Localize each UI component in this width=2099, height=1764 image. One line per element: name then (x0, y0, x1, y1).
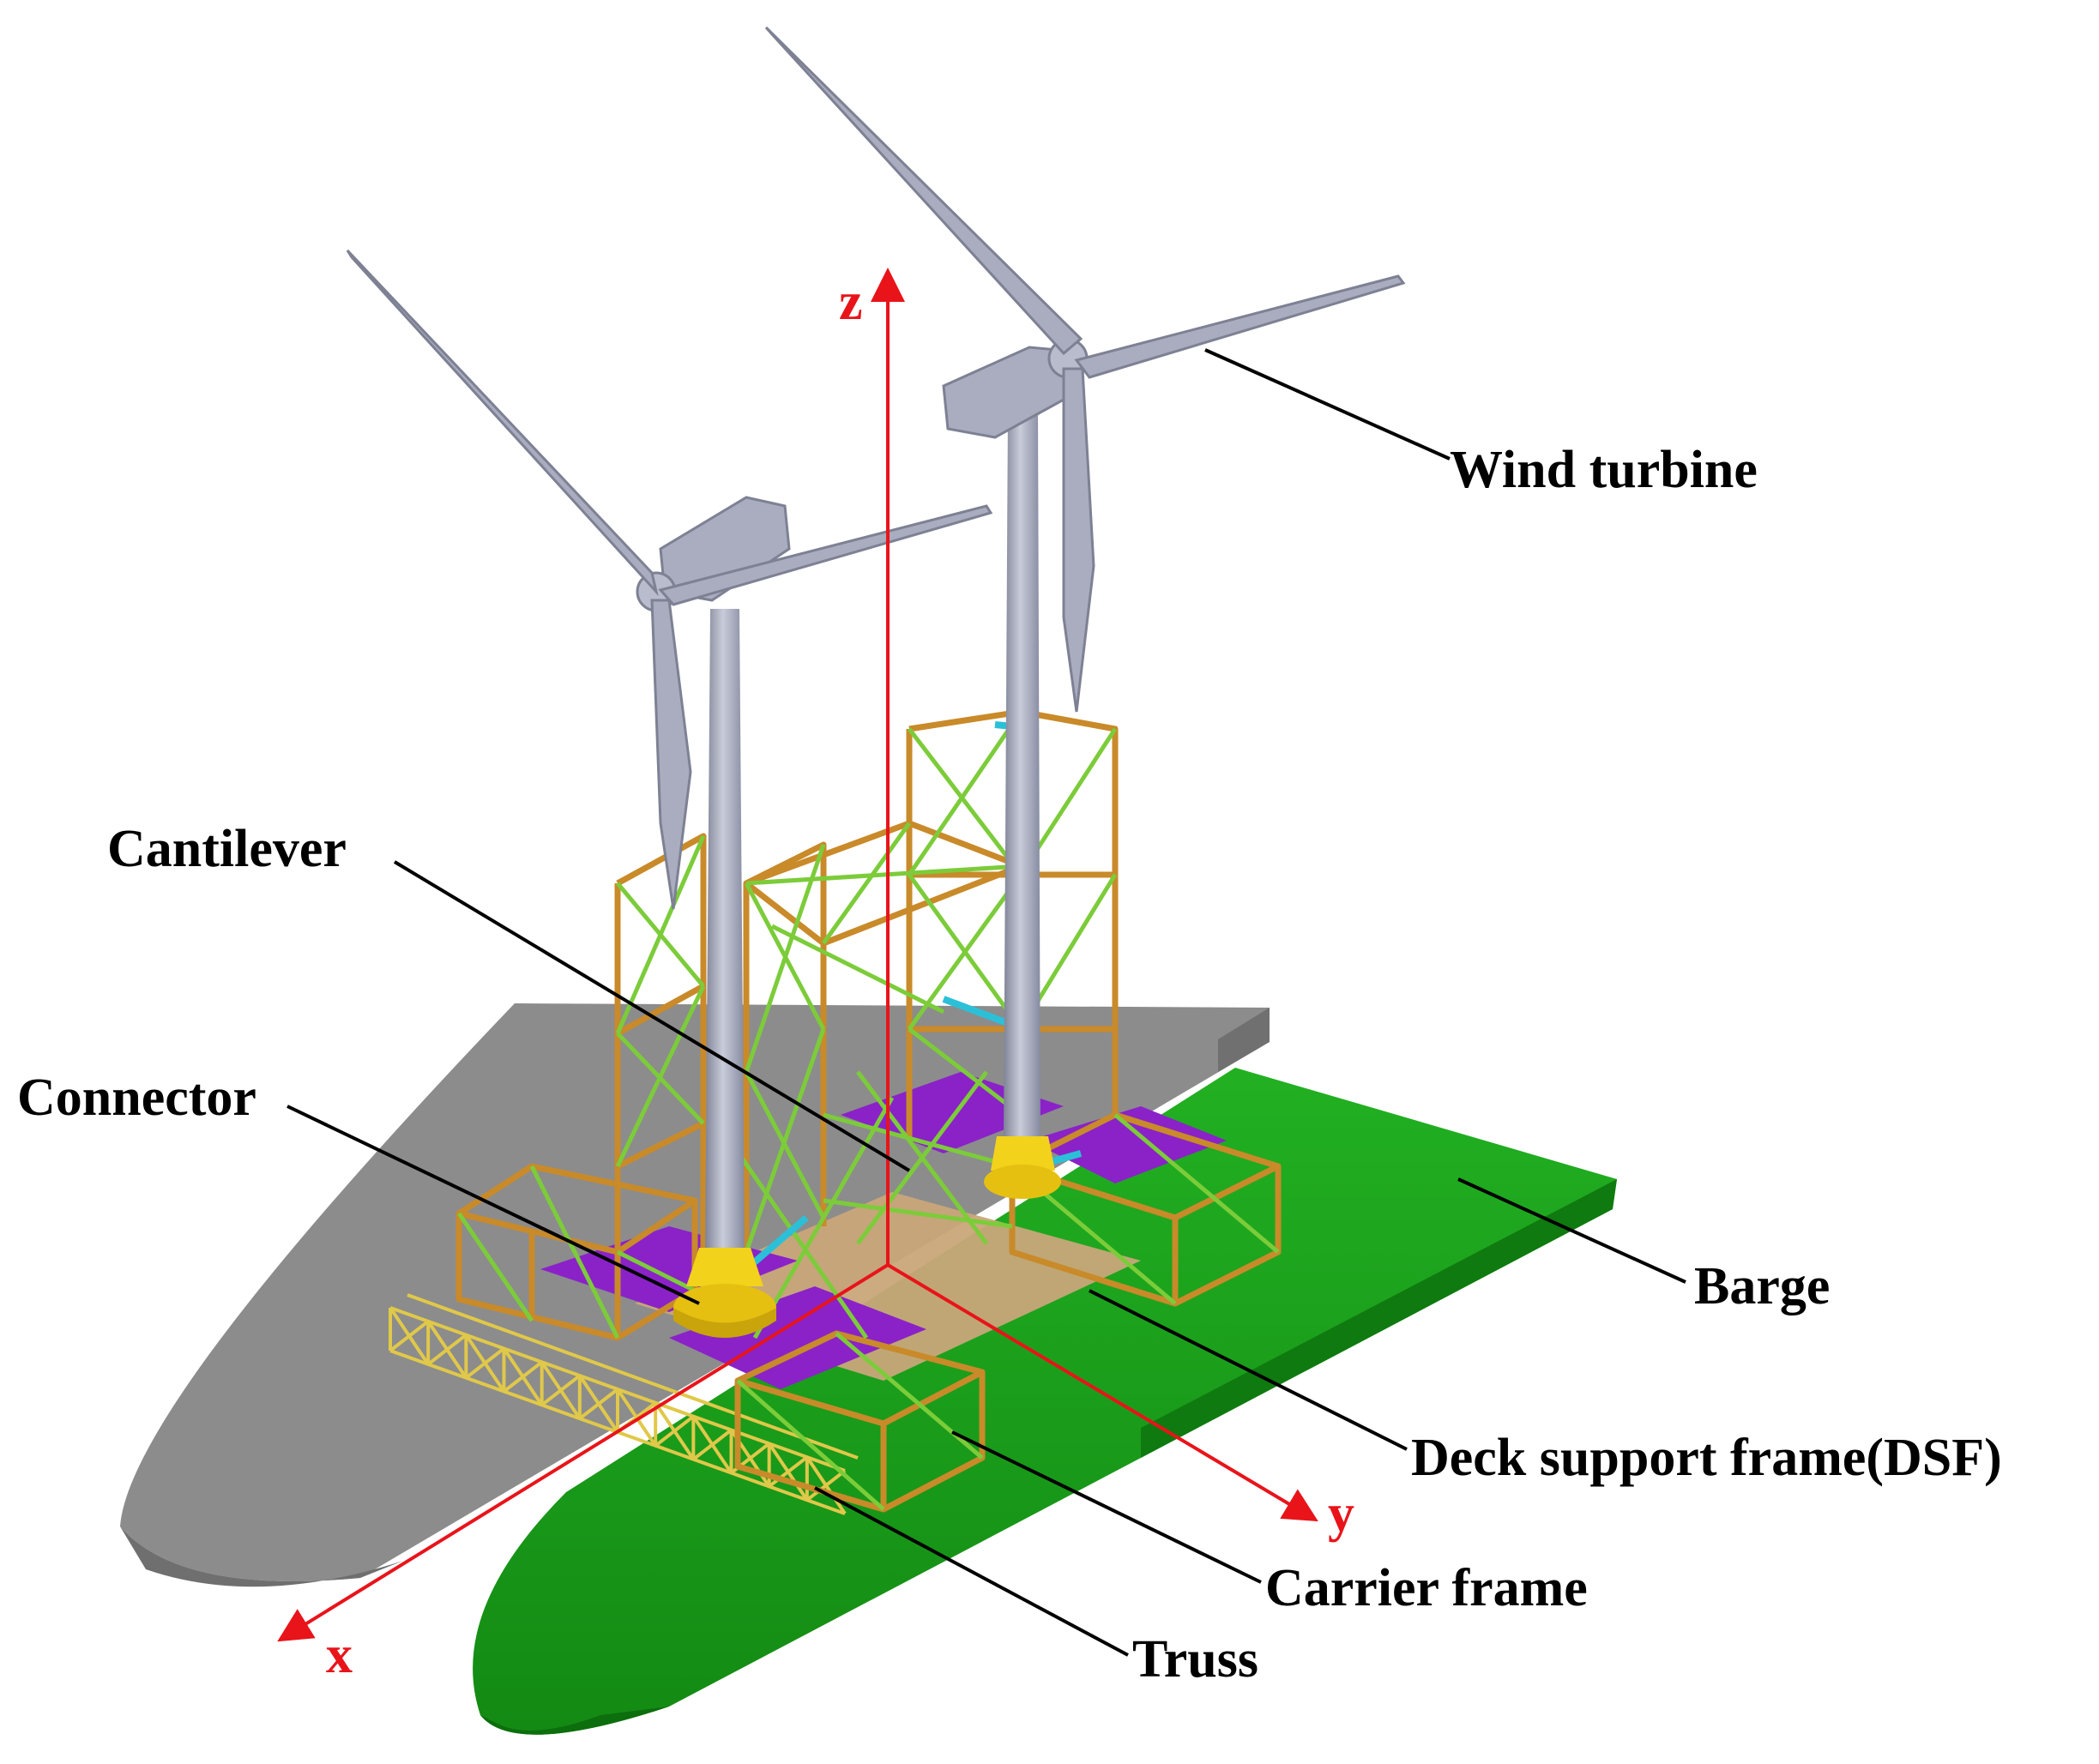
leader-cantilever (393, 860, 911, 1172)
truss-member (768, 1455, 809, 1488)
label-connector: Connector (17, 1069, 256, 1127)
labels: Wind turbine Cantilever Connector Barge … (17, 441, 2002, 1689)
leader-truss (814, 1486, 1129, 1657)
wind-turbine-right (764, 26, 1406, 1199)
y-axis-label: y (1328, 1484, 1354, 1543)
leader-barge (1457, 1177, 1686, 1284)
green-barge (473, 1068, 1617, 1735)
leader-dsf (1089, 1289, 1408, 1451)
truss (389, 1293, 859, 1515)
leader-connector (287, 1105, 700, 1305)
label-wind-turbine: Wind turbine (1450, 441, 1758, 499)
label-truss: Truss (1132, 1630, 1258, 1689)
leader-wind-turbine (1204, 348, 1451, 461)
truss-member (465, 1346, 505, 1380)
label-barge: Barge (1694, 1257, 1830, 1315)
coordinate-axes: z y x (277, 268, 1354, 1684)
x-axis-label: x (326, 1626, 353, 1684)
truss-member (426, 1334, 467, 1366)
truss-member (805, 1469, 847, 1502)
x-axis (277, 1263, 890, 1642)
y-axis (886, 1263, 1318, 1522)
truss-member (389, 1320, 430, 1352)
label-carrier-frame: Carrier frame (1265, 1559, 1588, 1617)
green-bracing (456, 710, 1280, 1511)
truss-member (578, 1388, 619, 1420)
truss-member (503, 1360, 543, 1394)
truss-member (654, 1415, 695, 1448)
z-axis-label: z (839, 273, 863, 331)
label-deck-support-frame: Deck support frame(DSF) (1411, 1429, 2002, 1487)
label-cantilever: Cantilever (107, 820, 347, 878)
leader-lines (287, 348, 1686, 1657)
wind-turbine-left (346, 249, 993, 1338)
truss-member (540, 1374, 582, 1406)
truss-member (692, 1428, 733, 1461)
leader-carrier-frame (951, 1430, 1262, 1584)
